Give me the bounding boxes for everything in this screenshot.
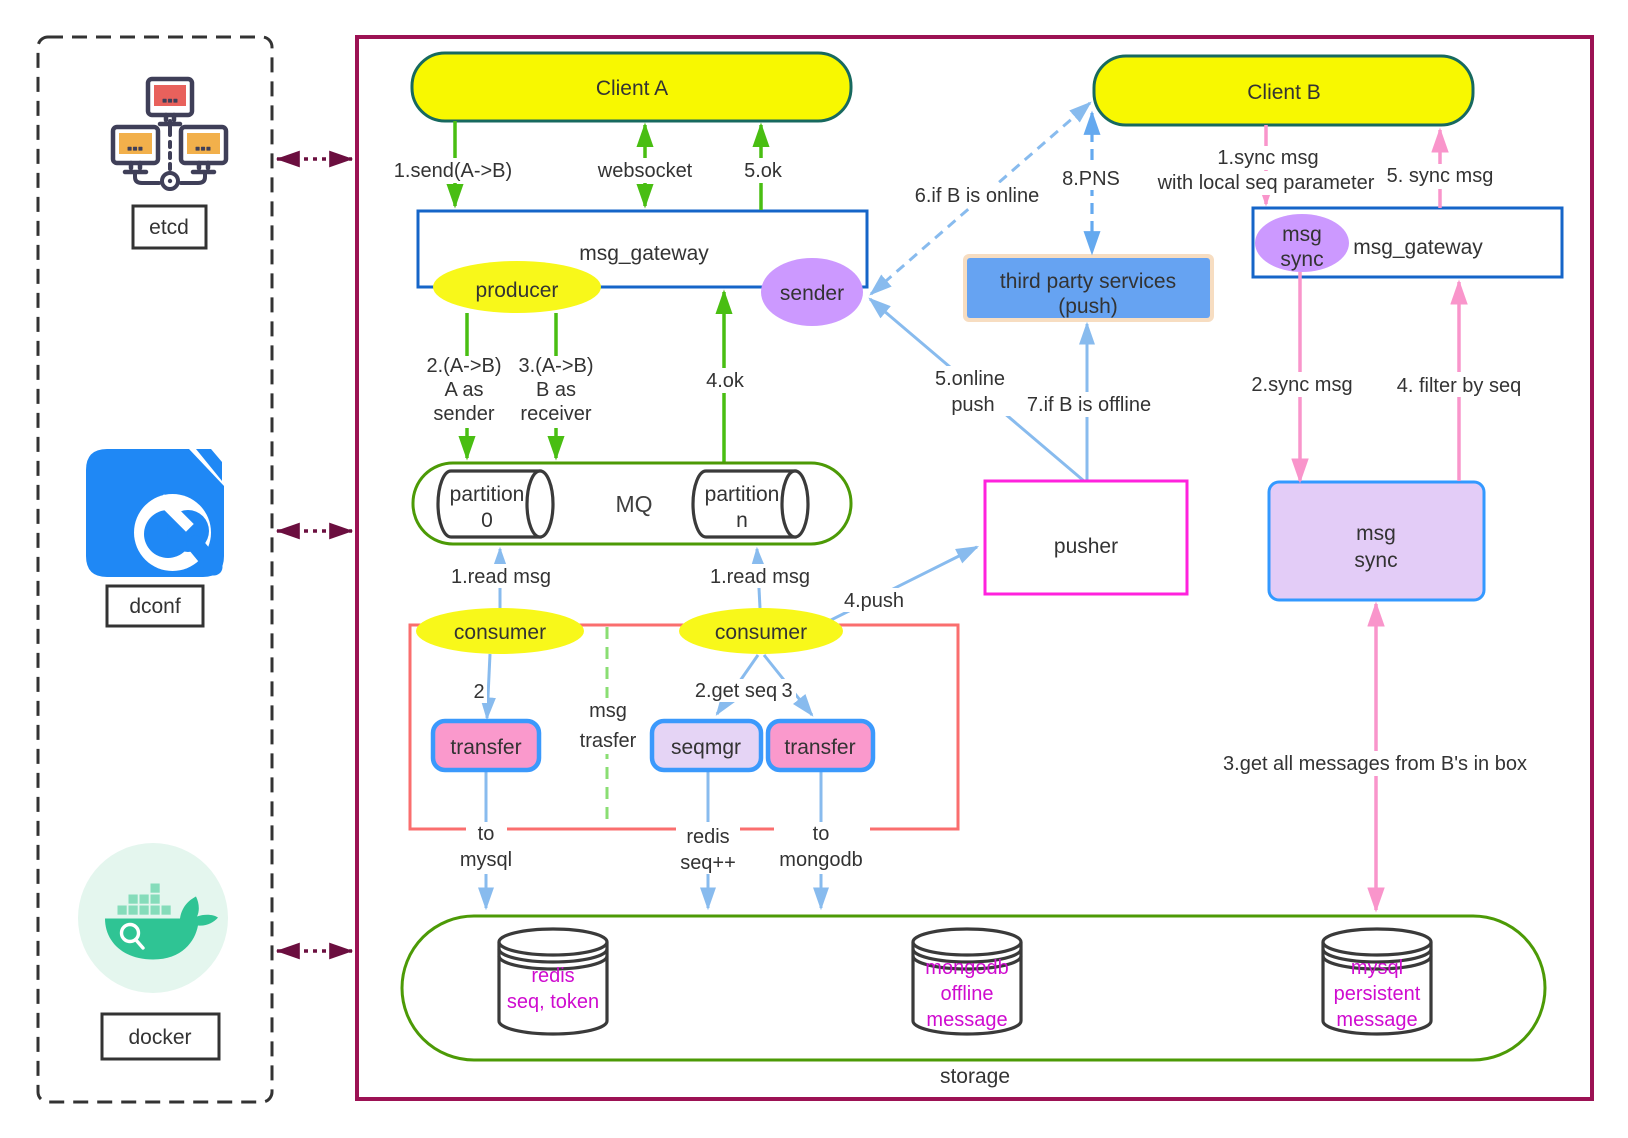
svg-text:mysql: mysql (1351, 957, 1403, 979)
svg-text:seq, token: seq, token (507, 991, 599, 1013)
svg-text:n: n (736, 509, 748, 532)
svg-text:push: push (951, 394, 994, 416)
svg-text:5.ok: 5.ok (744, 160, 783, 182)
svg-text:to: to (478, 823, 495, 845)
svg-text:storage: storage (940, 1065, 1010, 1088)
svg-text:dconf: dconf (129, 595, 181, 618)
svg-text:3: 3 (781, 680, 792, 702)
svg-text:message: message (1336, 1009, 1417, 1031)
svg-text:pusher: pusher (1054, 535, 1118, 558)
svg-text:7.if B is offline: 7.if B is offline (1027, 394, 1151, 416)
svg-text:receiver: receiver (520, 403, 591, 425)
svg-text:2.sync msg: 2.sync msg (1251, 374, 1352, 396)
svg-text:consumer: consumer (454, 621, 546, 644)
svg-text:websocket: websocket (597, 160, 693, 182)
svg-text:third party services: third party services (1000, 270, 1176, 293)
svg-text:seqmgr: seqmgr (671, 736, 741, 759)
svg-text:docker: docker (128, 1026, 191, 1049)
svg-text:2: 2 (473, 681, 484, 703)
svg-text:msg: msg (589, 700, 627, 722)
svg-text:2.(A->B): 2.(A->B) (426, 355, 501, 377)
svg-text:1.send(A->B): 1.send(A->B) (394, 160, 512, 182)
svg-text:(push): (push) (1058, 295, 1118, 318)
svg-text:etcd: etcd (149, 216, 189, 239)
svg-text:partition: partition (450, 483, 525, 506)
svg-text:4. filter by seq: 4. filter by seq (1397, 375, 1522, 397)
svg-text:8.PNS: 8.PNS (1062, 168, 1120, 190)
svg-text:redis: redis (686, 826, 729, 848)
svg-text:offline: offline (940, 983, 993, 1005)
svg-text:persistent: persistent (1334, 983, 1421, 1005)
svg-text:1.read msg: 1.read msg (451, 566, 551, 588)
svg-text:consumer: consumer (715, 621, 807, 644)
svg-text:6.if B is online: 6.if B is online (915, 185, 1040, 207)
svg-text:trasfer: trasfer (580, 730, 637, 752)
svg-text:A as: A as (445, 379, 484, 401)
svg-text:mongodb: mongodb (925, 957, 1008, 979)
svg-text:message: message (926, 1009, 1007, 1031)
svg-text:4.ok: 4.ok (706, 370, 745, 392)
svg-text:2.get seq: 2.get seq (695, 680, 777, 702)
svg-text:to: to (813, 823, 830, 845)
svg-text:1.read msg: 1.read msg (710, 566, 810, 588)
svg-text:3.(A->B): 3.(A->B) (518, 355, 593, 377)
svg-text:msg: msg (1282, 223, 1322, 246)
svg-text:seq++: seq++ (680, 852, 736, 874)
svg-text:msg_gateway: msg_gateway (1353, 236, 1483, 259)
svg-text:redis: redis (531, 965, 574, 987)
svg-text:transfer: transfer (450, 736, 521, 759)
svg-text:mongodb: mongodb (779, 849, 862, 871)
svg-text:3.get all messages from B's in: 3.get all messages from B's in box (1223, 753, 1527, 775)
svg-text:sender: sender (780, 282, 844, 305)
svg-text:5. sync msg: 5. sync msg (1387, 165, 1494, 187)
svg-text:transfer: transfer (784, 736, 855, 759)
svg-text:MQ: MQ (615, 491, 652, 517)
svg-text:4.push: 4.push (844, 590, 904, 612)
svg-text:5.online: 5.online (935, 368, 1005, 390)
svg-text:with local seq parameter: with local seq parameter (1157, 172, 1375, 194)
svg-text:partition: partition (705, 483, 780, 506)
svg-text:msg_gateway: msg_gateway (579, 242, 709, 265)
svg-text:mysql: mysql (460, 849, 512, 871)
svg-text:sender: sender (433, 403, 494, 425)
svg-text:1.sync msg: 1.sync msg (1217, 147, 1318, 169)
svg-text:msg: msg (1356, 522, 1396, 545)
svg-text:sync: sync (1280, 248, 1323, 271)
svg-text:0: 0 (481, 509, 493, 532)
svg-text:Client A: Client A (596, 77, 668, 100)
svg-text:B as: B as (536, 379, 576, 401)
svg-text:sync: sync (1354, 549, 1397, 572)
svg-text:Client B: Client B (1247, 81, 1321, 104)
svg-text:producer: producer (476, 279, 559, 302)
